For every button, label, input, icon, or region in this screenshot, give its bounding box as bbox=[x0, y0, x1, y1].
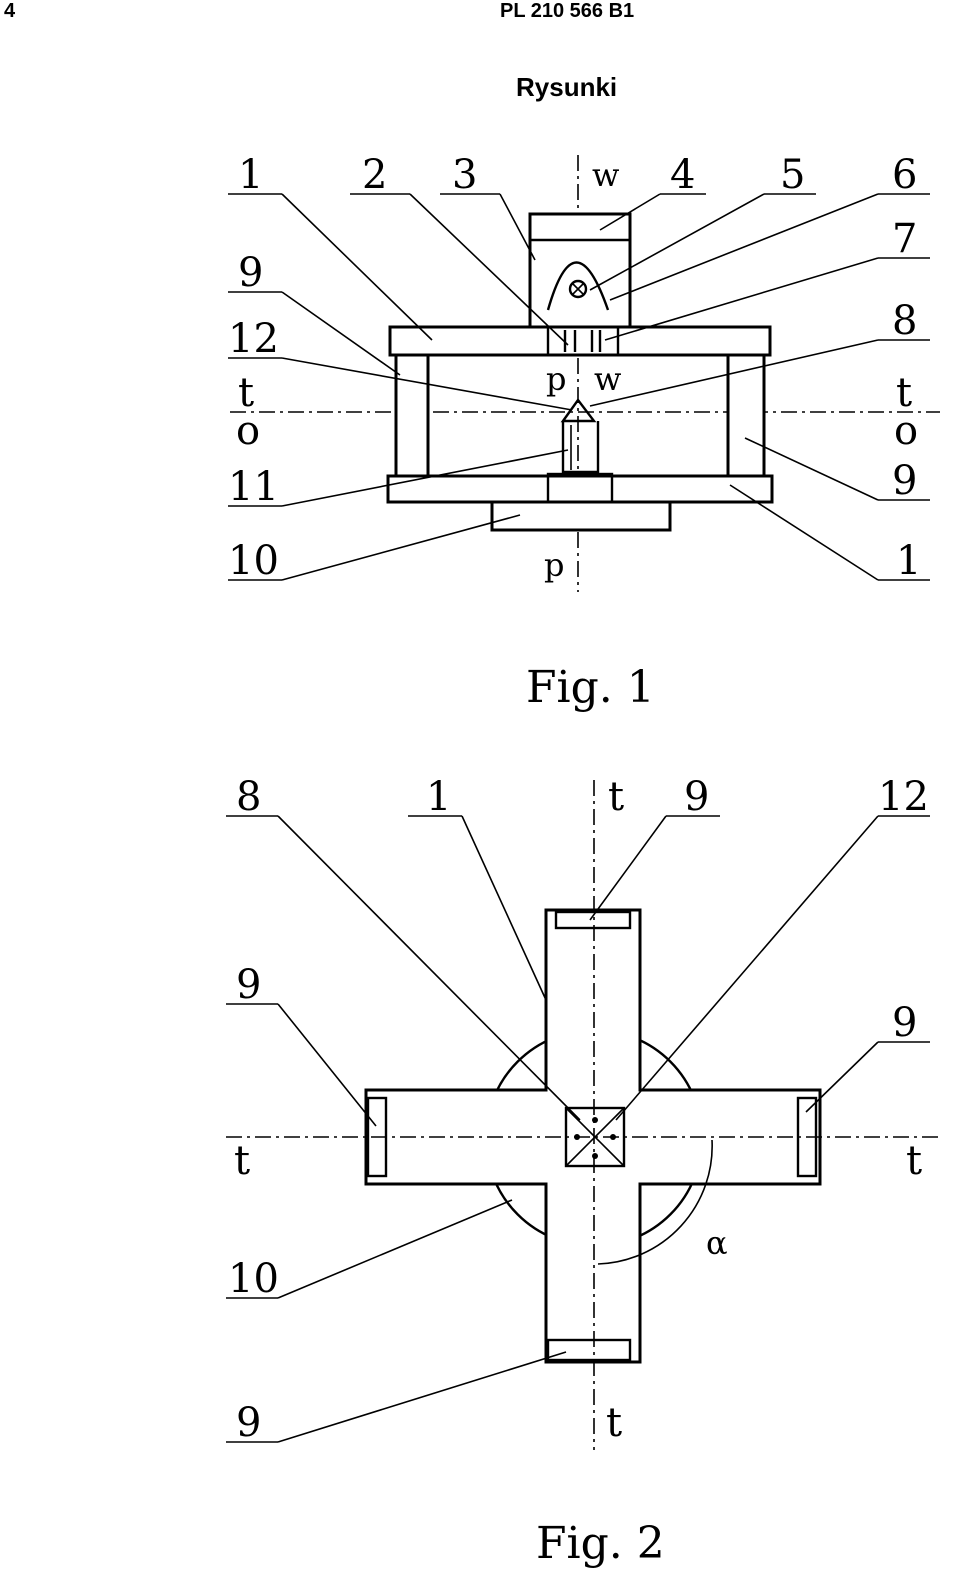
fig2-label-10: 10 bbox=[228, 1256, 279, 1302]
fig1-label-6: 6 bbox=[892, 152, 917, 198]
fig1-pin bbox=[561, 421, 600, 474]
figure-1: 1 2 3 w 4 5 6 7 8 9 12 p w t o t o 9 11 … bbox=[228, 152, 940, 713]
fig1-arc bbox=[546, 261, 610, 311]
fig1-label-10: 10 bbox=[228, 538, 279, 584]
fig1-label-w-mid: w bbox=[594, 360, 621, 398]
fig1-label-p-mid: p bbox=[546, 360, 566, 398]
fig1-sensor-block bbox=[546, 325, 620, 357]
page-number: 4 bbox=[4, 0, 16, 22]
patent-number: PL 210 566 B1 bbox=[500, 0, 635, 22]
fig1-upper-plate bbox=[388, 325, 772, 357]
fig2-label-alpha: α bbox=[706, 1224, 728, 1262]
figure-2: 8 1 t 9 12 9 9 t t α 10 9 t Fig. 2 bbox=[226, 774, 940, 1569]
fig1-label-w-top: w bbox=[592, 156, 619, 194]
fig1-label-7: 7 bbox=[892, 216, 917, 262]
fig2-column-bottom bbox=[546, 1338, 632, 1362]
fig2-label-t-right: t bbox=[906, 1138, 922, 1184]
fig1-label-4: 4 bbox=[670, 152, 695, 198]
fig1-label-o-left: o bbox=[236, 408, 260, 454]
fig1-label-2: 2 bbox=[362, 152, 387, 198]
fig1-crossed-circle-icon bbox=[568, 279, 588, 299]
section-title: Rysunki bbox=[516, 72, 618, 102]
fig2-label-t-top: t bbox=[608, 774, 624, 820]
fig1-leader-lines bbox=[228, 193, 930, 581]
fig1-label-11: 11 bbox=[228, 464, 279, 510]
fig2-label-t-bottom: t bbox=[606, 1400, 622, 1446]
fig2-leader-lines bbox=[226, 815, 930, 1443]
fig2-label-t-left: t bbox=[234, 1138, 250, 1184]
fig2-column-top bbox=[554, 910, 632, 930]
fig1-head-block bbox=[528, 212, 632, 330]
fig1-label-5: 5 bbox=[780, 152, 805, 198]
fig1-label-12: 12 bbox=[228, 316, 279, 362]
fig1-base bbox=[490, 500, 672, 532]
fig1-label-8: 8 bbox=[892, 298, 917, 344]
fig2-label-1: 1 bbox=[426, 774, 451, 820]
fig2-label-9-top: 9 bbox=[684, 774, 709, 820]
fig1-caption: Fig. 1 bbox=[526, 662, 655, 713]
fig2-angle-arc bbox=[597, 1139, 713, 1265]
fig1-left-column bbox=[394, 353, 430, 479]
fig2-caption: Fig. 2 bbox=[536, 1518, 665, 1569]
fig1-label-t-left: t bbox=[238, 370, 254, 416]
fig2-label-12: 12 bbox=[878, 774, 929, 820]
fig1-label-3: 3 bbox=[452, 152, 477, 198]
fig2-label-9-right: 9 bbox=[892, 1000, 917, 1046]
fig1-label-1-bottom: 1 bbox=[896, 538, 921, 584]
fig2-label-9-left: 9 bbox=[236, 962, 261, 1008]
fig1-lower-plate bbox=[386, 474, 774, 504]
fig1-label-o-right: o bbox=[894, 408, 918, 454]
fig1-label-1-top: 1 bbox=[238, 152, 263, 198]
fig1-label-9-left: 9 bbox=[238, 250, 263, 296]
fig2-label-9-bottom: 9 bbox=[236, 1400, 261, 1446]
fig1-label-p-bottom: p bbox=[544, 546, 564, 584]
fig2-label-8: 8 bbox=[236, 774, 261, 820]
fig1-label-9-right: 9 bbox=[892, 458, 917, 504]
fig1-label-t-right: t bbox=[896, 370, 912, 416]
